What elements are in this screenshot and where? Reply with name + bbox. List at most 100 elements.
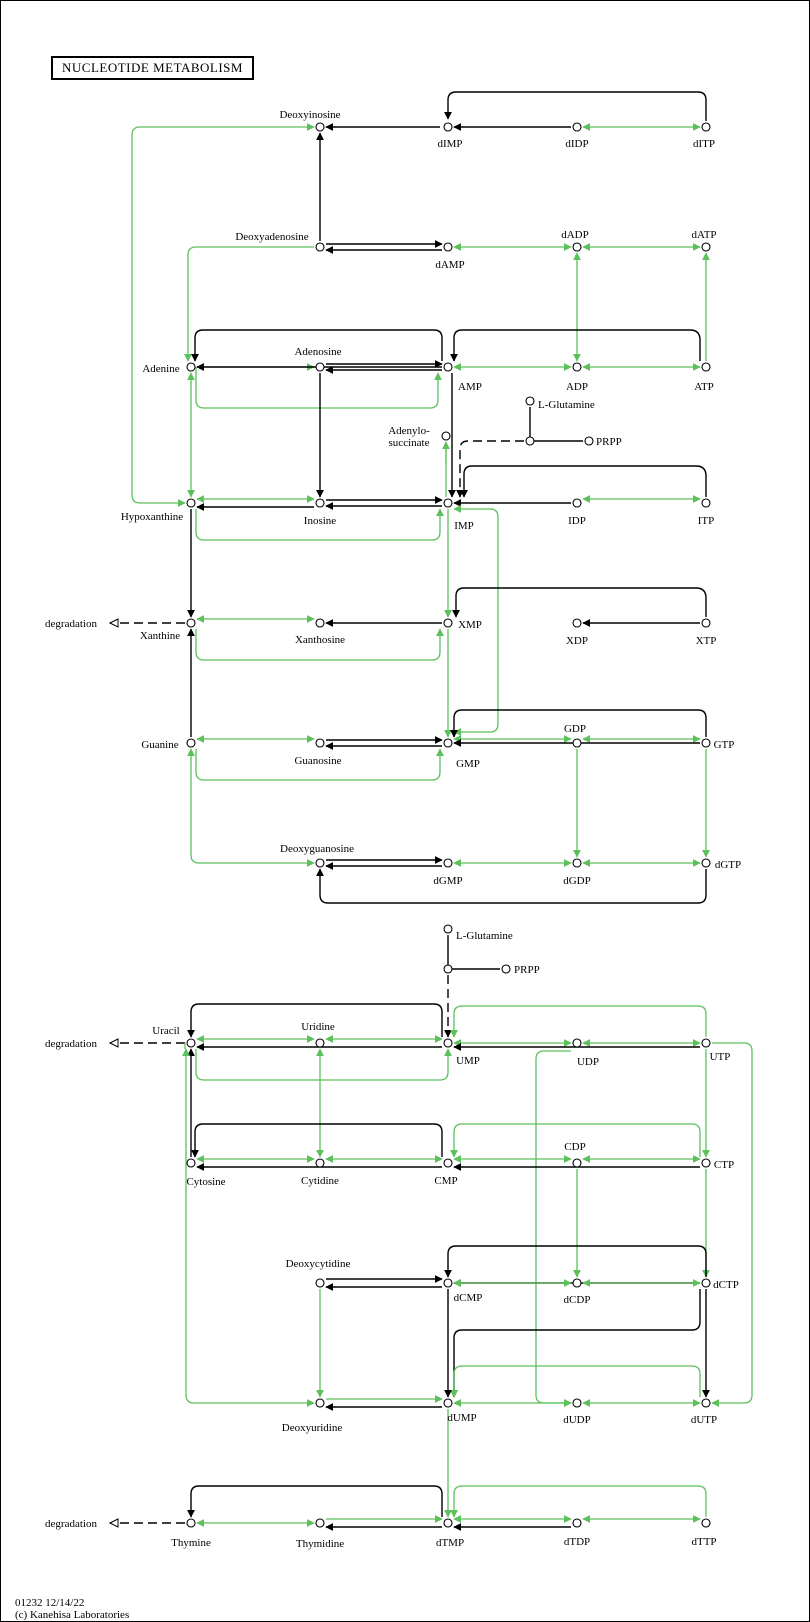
compound-node-guanine[interactable]: [186, 738, 196, 748]
link-dtmp-thymine[interactable]: [187, 1485, 443, 1518]
compound-node-adenosine[interactable]: [315, 362, 325, 372]
label-imp: IMP: [454, 520, 474, 532]
compound-node-dudp[interactable]: [572, 1398, 582, 1408]
compound-node-cytidine[interactable]: [315, 1158, 325, 1168]
compound-node-adp[interactable]: [572, 362, 582, 372]
link-hypoxanthine-imp[interactable]: [195, 508, 444, 541]
compound-node-dtmp[interactable]: [443, 1518, 453, 1528]
compound-node-thymidine[interactable]: [315, 1518, 325, 1528]
compound-node-glut2_junc[interactable]: [443, 964, 453, 974]
compound-node-didp[interactable]: [572, 122, 582, 132]
compound-node-lglutamine2[interactable]: [443, 924, 453, 934]
link-glutamine-prpp[interactable]: [529, 407, 583, 442]
label-damp: dAMP: [435, 259, 464, 271]
link-dutp-dump[interactable]: [450, 1365, 701, 1398]
compound-node-xanthosine[interactable]: [315, 618, 325, 628]
compound-node-itp[interactable]: [701, 498, 711, 508]
label-prpp1: PRPP: [596, 436, 622, 448]
link-xanthine-xmp[interactable]: [195, 628, 444, 661]
compound-node-deoxyuridine[interactable]: [315, 1398, 325, 1408]
link-ump-uracil-top[interactable]: [187, 1003, 443, 1038]
link-cmp-cytosine-top[interactable]: [191, 1123, 443, 1158]
link-dttp-dtmp[interactable]: [450, 1485, 707, 1518]
compound-node-xanthine[interactable]: [186, 618, 196, 628]
compound-node-udp[interactable]: [572, 1038, 582, 1048]
link-gtp-gmp-top[interactable]: [450, 709, 707, 738]
compound-node-dttp[interactable]: [701, 1518, 711, 1528]
compound-node-hypoxanthine[interactable]: [186, 498, 196, 508]
link-guanine-deoxyguanosine[interactable]: [187, 748, 315, 867]
compound-node-imp[interactable]: [443, 498, 453, 508]
compound-node-glut1_junc[interactable]: [525, 436, 535, 446]
compound-node-prpp2[interactable]: [501, 964, 511, 974]
link-utp-dutp[interactable]: [711, 1042, 753, 1407]
compound-node-uridine[interactable]: [315, 1038, 325, 1048]
compound-node-gdp[interactable]: [572, 738, 582, 748]
compound-node-ctp[interactable]: [701, 1158, 711, 1168]
link-ctp-cmp-top[interactable]: [450, 1123, 701, 1158]
compound-node-idp[interactable]: [572, 498, 582, 508]
compound-node-deoxycytidine[interactable]: [315, 1278, 325, 1288]
compound-node-dimp[interactable]: [443, 122, 453, 132]
compound-node-lglutamine1[interactable]: [525, 396, 535, 406]
link-imp-gmp[interactable]: [453, 505, 499, 736]
compound-node-ditp[interactable]: [701, 122, 711, 132]
compound-node-dutp[interactable]: [701, 1398, 711, 1408]
compound-node-atp[interactable]: [701, 362, 711, 372]
compound-node-prpp1[interactable]: [584, 436, 594, 446]
compound-node-dgtp[interactable]: [701, 858, 711, 868]
compound-node-adenylosuccinate[interactable]: [441, 431, 451, 441]
compound-node-deoxyinosine[interactable]: [315, 122, 325, 132]
link-xtp-xmp[interactable]: [452, 587, 707, 618]
compound-node-deoxyguanosine[interactable]: [315, 858, 325, 868]
label-degradation3: degradation: [45, 1518, 97, 1530]
label-guanine: Guanine: [141, 739, 178, 751]
label-deoxyuridine: Deoxyuridine: [282, 1422, 343, 1434]
compound-node-gmp[interactable]: [443, 738, 453, 748]
compound-node-dctp[interactable]: [701, 1278, 711, 1288]
compound-node-amp[interactable]: [443, 362, 453, 372]
compound-node-xtp[interactable]: [701, 618, 711, 628]
label-ditp: dITP: [693, 138, 715, 150]
compound-node-guanosine[interactable]: [315, 738, 325, 748]
compound-node-cmp[interactable]: [443, 1158, 453, 1168]
link-uracil-ump[interactable]: [195, 1048, 452, 1081]
compound-node-cytosine[interactable]: [186, 1158, 196, 1168]
compound-node-damp[interactable]: [443, 242, 453, 252]
compound-node-gtp[interactable]: [701, 738, 711, 748]
compound-node-xmp[interactable]: [443, 618, 453, 628]
compound-node-dump[interactable]: [443, 1398, 453, 1408]
link-deoxyadenosine-adenine[interactable]: [184, 246, 314, 362]
compound-node-dcmp[interactable]: [443, 1278, 453, 1288]
link-deoxyinosine-hypoxanthine[interactable]: [131, 126, 186, 507]
compound-node-xdp[interactable]: [572, 618, 582, 628]
link-itp-imp[interactable]: [460, 465, 707, 498]
compound-node-thymine[interactable]: [186, 1518, 196, 1528]
link-dgtp-deoxyguanosine[interactable]: [316, 868, 707, 904]
compound-node-ump[interactable]: [443, 1038, 453, 1048]
link-atp-amp[interactable]: [450, 329, 701, 362]
compound-node-utp[interactable]: [701, 1038, 711, 1048]
compound-node-datp[interactable]: [701, 242, 711, 252]
label-inosine: Inosine: [304, 515, 337, 527]
link-udp-dudp[interactable]: [535, 1050, 572, 1407]
label-dudp: dUDP: [563, 1414, 591, 1426]
compound-node-dcdp[interactable]: [572, 1278, 582, 1288]
compound-node-dgmp[interactable]: [443, 858, 453, 868]
link-ditp-dimp[interactable]: [444, 91, 707, 121]
link-adenine-amp[interactable]: [195, 367, 442, 409]
link-uracil-deoxyuridine[interactable]: [182, 1048, 315, 1407]
link-utp-ump-top[interactable]: [450, 1005, 707, 1038]
compound-node-adenine[interactable]: [186, 362, 196, 372]
compound-node-cdp[interactable]: [572, 1158, 582, 1168]
link-dctp-dcmp-top[interactable]: [444, 1245, 707, 1278]
link-amp-adenine-top[interactable]: [191, 329, 443, 362]
compound-node-dadp[interactable]: [572, 242, 582, 252]
compound-node-dgdp[interactable]: [572, 858, 582, 868]
compound-node-deoxyadenosine[interactable]: [315, 242, 325, 252]
label-lglutamine1: L-Glutamine: [538, 399, 595, 411]
compound-node-inosine[interactable]: [315, 498, 325, 508]
link-dctp-dump[interactable]: [450, 1289, 701, 1398]
compound-node-uracil[interactable]: [186, 1038, 196, 1048]
compound-node-dtdp[interactable]: [572, 1518, 582, 1528]
